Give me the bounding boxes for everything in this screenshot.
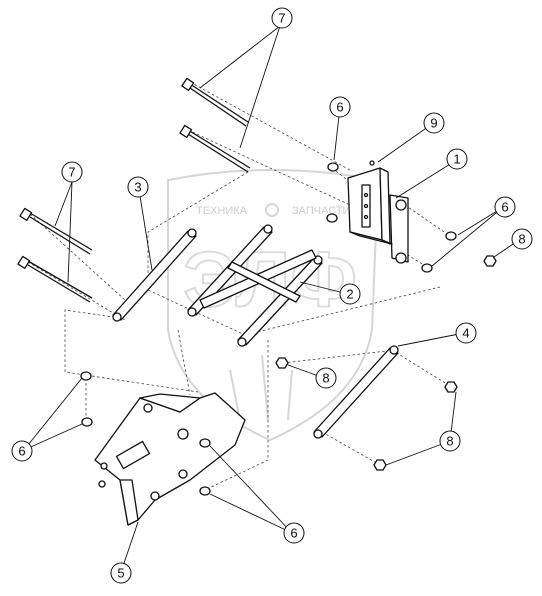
watermark-text-left: ТЕХНИКА bbox=[196, 205, 248, 217]
callout-7-left: 7 bbox=[61, 161, 83, 183]
callout-9: 9 bbox=[423, 112, 445, 134]
watermark-text-right: ЗАПЧАСТИ bbox=[292, 205, 350, 217]
svg-text:7: 7 bbox=[68, 165, 75, 180]
svg-text:6: 6 bbox=[290, 526, 297, 541]
svg-text:8: 8 bbox=[446, 434, 453, 449]
svg-text:6: 6 bbox=[18, 444, 25, 459]
watermark-gear-icon bbox=[265, 203, 279, 217]
svg-text:8: 8 bbox=[322, 371, 329, 386]
svg-text:7: 7 bbox=[278, 11, 285, 26]
callout-4: 4 bbox=[455, 322, 477, 344]
callout-8-right: 8 bbox=[511, 228, 533, 250]
svg-text:8: 8 bbox=[518, 232, 525, 247]
callout-7-top: 7 bbox=[271, 7, 293, 29]
callout-8-middle: 8 bbox=[315, 367, 337, 389]
svg-text:9: 9 bbox=[430, 116, 437, 131]
watermark-shield bbox=[167, 169, 380, 442]
hitch-bracket-1 bbox=[347, 167, 409, 264]
link-bar-2a bbox=[187, 224, 273, 317]
callout-8-bottom: 8 bbox=[439, 430, 461, 452]
link-bar-4 bbox=[313, 345, 399, 439]
svg-text:1: 1 bbox=[453, 152, 460, 167]
small-pin-9 bbox=[369, 160, 375, 166]
mounting-bracket-5 bbox=[94, 392, 246, 526]
link-bar-2b bbox=[237, 255, 323, 347]
callout-6-bottom: 6 bbox=[283, 522, 305, 544]
callout-6-top: 6 bbox=[329, 96, 351, 118]
svg-text:2: 2 bbox=[346, 287, 353, 302]
long-bolt-left-2 bbox=[17, 255, 93, 303]
long-bolt-top-1 bbox=[181, 77, 249, 127]
callout-6-right: 6 bbox=[494, 196, 516, 218]
callout-3: 3 bbox=[127, 176, 149, 198]
link-bar-3 bbox=[112, 228, 197, 322]
svg-text:6: 6 bbox=[336, 100, 343, 115]
leader-lines bbox=[23, 25, 520, 573]
svg-text:6: 6 bbox=[501, 200, 508, 215]
callout-5: 5 bbox=[110, 562, 132, 584]
long-bolt-left-1 bbox=[19, 207, 93, 255]
nuts-8 bbox=[275, 255, 497, 471]
svg-text:5: 5 bbox=[117, 566, 124, 581]
watermark-wheat-icon bbox=[229, 354, 293, 421]
callout-2: 2 bbox=[339, 283, 361, 305]
long-bolt-top-2 bbox=[179, 124, 251, 173]
bushings-6 bbox=[80, 162, 457, 496]
callout-6-left: 6 bbox=[11, 440, 33, 462]
svg-text:3: 3 bbox=[134, 180, 141, 195]
link-crossbar-2-upper bbox=[227, 261, 301, 303]
svg-text:4: 4 bbox=[462, 326, 469, 341]
callout-1: 1 bbox=[446, 148, 468, 170]
